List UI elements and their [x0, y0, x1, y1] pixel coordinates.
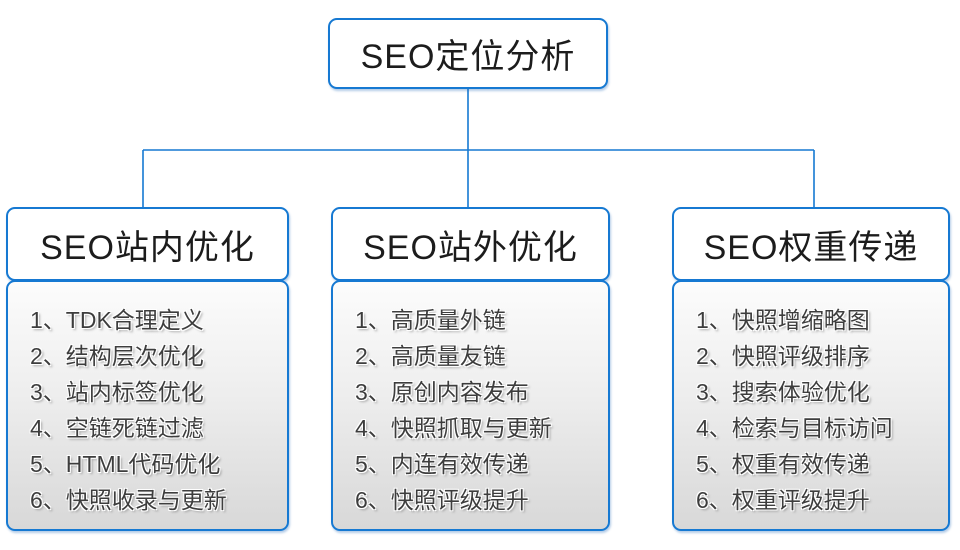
list-item: 3、站内标签优化: [30, 379, 204, 405]
branch-weight-header: SEO权重传递: [672, 207, 950, 281]
root-node-title: SEO定位分析: [360, 38, 576, 76]
root-node-seo-positioning: SEO定位分析: [328, 18, 608, 89]
list-item: 5、权重有效传递: [696, 451, 870, 477]
branch-onsite-title: SEO站内优化: [40, 228, 255, 267]
list-item: 2、结构层次优化: [30, 343, 204, 369]
branch-offsite-title: SEO站外优化: [363, 228, 578, 267]
list-item: 3、原创内容发布: [355, 379, 529, 405]
branch-weight-list: 1、快照增缩略图 2、快照评级排序 3、搜索体验优化 4、检索与目标访问 5、权…: [672, 280, 950, 531]
branch-onsite-header: SEO站内优化: [6, 207, 289, 281]
branch-weight-transfer: SEO权重传递 1、快照增缩略图 2、快照评级排序 3、搜索体验优化 4、检索与…: [672, 207, 950, 531]
list-item: 6、权重评级提升: [696, 487, 870, 513]
list-item: 1、高质量外链: [355, 307, 506, 333]
list-item: 3、搜索体验优化: [696, 379, 870, 405]
branch-weight-title: SEO权重传递: [703, 228, 919, 267]
branch-offsite-optimization: SEO站外优化 1、高质量外链 2、高质量友链 3、原创内容发布 4、快照抓取与…: [331, 207, 610, 531]
list-item: 4、检索与目标访问: [696, 415, 893, 441]
list-item: 5、HTML代码优化: [30, 451, 221, 477]
branch-onsite-optimization: SEO站内优化 1、TDK合理定义 2、结构层次优化 3、站内标签优化 4、空链…: [6, 207, 289, 531]
branch-onsite-list: 1、TDK合理定义 2、结构层次优化 3、站内标签优化 4、空链死链过滤 5、H…: [6, 280, 289, 531]
list-item: 1、TDK合理定义: [30, 307, 204, 333]
branch-offsite-list: 1、高质量外链 2、高质量友链 3、原创内容发布 4、快照抓取与更新 5、内连有…: [331, 280, 610, 531]
list-item: 5、内连有效传递: [355, 451, 529, 477]
list-item: 6、快照收录与更新: [30, 487, 227, 513]
branch-offsite-header: SEO站外优化: [331, 207, 610, 281]
list-item: 2、高质量友链: [355, 343, 506, 369]
list-item: 6、快照评级提升: [355, 487, 529, 513]
list-item: 1、快照增缩略图: [696, 307, 870, 333]
list-item: 4、快照抓取与更新: [355, 415, 552, 441]
list-item: 4、空链死链过滤: [30, 415, 204, 441]
list-item: 2、快照评级排序: [696, 343, 870, 369]
